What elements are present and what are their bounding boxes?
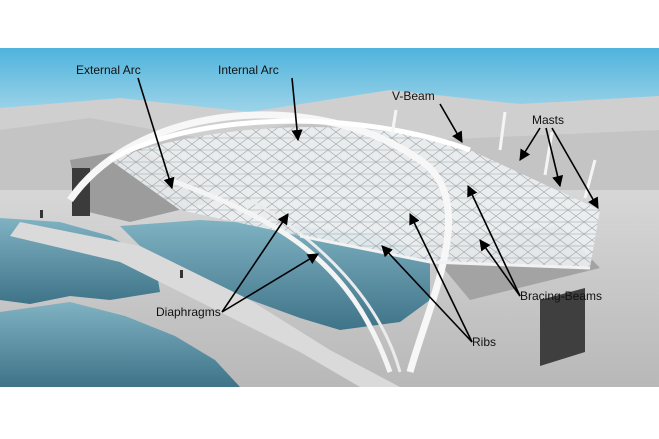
pointer-diaphragms-2: [221, 253, 319, 313]
pointer-internal-arc: [291, 77, 303, 142]
pointer-masts-3: [551, 127, 599, 209]
pointer-masts-1: [519, 127, 541, 161]
pointer-bracing-beams-2: [479, 239, 521, 297]
roof-lattice: [110, 127, 600, 268]
bracing-beam: [299, 234, 591, 270]
mast: [498, 111, 507, 151]
label-bracing-beams: Bracing-Beams: [520, 289, 602, 303]
person: [40, 210, 43, 218]
mast: [583, 159, 597, 199]
walkway: [10, 222, 400, 387]
rib-secondary: [249, 198, 402, 373]
internal-arc: [108, 118, 471, 163]
label-masts: Masts: [532, 113, 564, 127]
mast: [543, 131, 554, 176]
wall-dark-right: [540, 288, 585, 366]
label-v-beam: V-Beam: [392, 89, 435, 103]
label-diaphragms: Diaphragms: [156, 305, 221, 319]
label-ribs: Ribs: [472, 335, 496, 349]
pointer-ribs-1: [409, 212, 473, 343]
mast: [390, 109, 398, 136]
label-internal-arc: Internal Arc: [218, 63, 279, 77]
pointer-masts-2: [545, 127, 564, 188]
pointer-ribs-2: [381, 245, 473, 343]
pointer-bracing-beams-1: [467, 184, 521, 297]
pointer-diaphragms-1: [221, 213, 289, 313]
pool-lower: [0, 302, 240, 387]
label-external-arc: External Arc: [76, 63, 141, 77]
rib-main: [169, 177, 393, 373]
external-arc: [67, 111, 453, 373]
pointer-v-beam: [439, 103, 463, 143]
pointer-external-arc: [137, 77, 175, 190]
person: [180, 270, 183, 278]
